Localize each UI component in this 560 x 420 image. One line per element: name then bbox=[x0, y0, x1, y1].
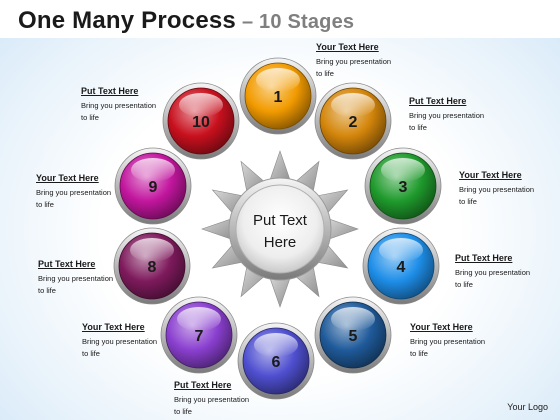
stage-label-body: Bring you presentation to life bbox=[36, 188, 112, 209]
stage-5-circle: 5 bbox=[314, 296, 392, 374]
stage-5-number: 5 bbox=[349, 328, 358, 345]
stage-label-title: Your Text Here bbox=[410, 322, 473, 332]
stage-7-number: 7 bbox=[195, 328, 204, 345]
stage-2-circle: 2 bbox=[314, 82, 392, 160]
stage-label-title: Put Text Here bbox=[455, 253, 513, 263]
title-bar: One Many Process– 10 Stages bbox=[0, 0, 560, 38]
stage-1-circle: 1 bbox=[239, 57, 317, 135]
stage-label-body: Bring you presentation to life bbox=[410, 337, 486, 358]
stage-1-number: 1 bbox=[274, 89, 283, 106]
stage-9-number: 9 bbox=[149, 179, 158, 196]
center-text-line2: Here bbox=[264, 234, 297, 251]
title-main: One Many Process bbox=[18, 7, 236, 34]
stage-label-title: Your Text Here bbox=[316, 42, 379, 52]
stage-8-number: 8 bbox=[148, 259, 157, 276]
stage-10-circle: 10 bbox=[162, 82, 240, 160]
stage-label-title: Your Text Here bbox=[82, 322, 145, 332]
stage-label-body: Bring you presentation to life bbox=[82, 337, 158, 358]
center-circle: Put Text Here bbox=[228, 177, 332, 281]
stage-label-title: Your Text Here bbox=[36, 173, 99, 183]
stage-label-body: Bring you presentation to life bbox=[316, 57, 392, 78]
stage-2-number: 2 bbox=[349, 114, 358, 131]
stage-8-circle: 8 bbox=[113, 227, 191, 305]
stage-6-number: 6 bbox=[272, 354, 281, 371]
logo-text: Your Logo bbox=[507, 402, 548, 412]
stage-label-title: Put Text Here bbox=[409, 96, 467, 106]
stage-4-circle: 4 bbox=[362, 227, 440, 305]
title-subtitle: – 10 Stages bbox=[241, 11, 355, 33]
stage-4-number: 4 bbox=[397, 259, 406, 276]
stage-label-title: Put Text Here bbox=[81, 86, 139, 96]
stage-label-title: Your Text Here bbox=[459, 170, 522, 180]
stage-label-title: Put Text Here bbox=[38, 259, 96, 269]
stage-7-circle: 7 bbox=[160, 296, 238, 374]
stage-6-circle: 6 bbox=[237, 322, 315, 400]
stage-label-body: Bring you presentation to life bbox=[38, 274, 114, 295]
stage-10-number: 10 bbox=[192, 114, 210, 131]
stage-label-title: Put Text Here bbox=[174, 380, 232, 390]
center-text-line1: Put Text bbox=[253, 212, 308, 229]
stage-label-body: Bring you presentation to life bbox=[174, 395, 250, 416]
stage-label-body: Bring you presentation to life bbox=[81, 101, 157, 122]
stage-label-body: Bring you presentation to life bbox=[455, 268, 531, 289]
stage-label-body: Bring you presentation to life bbox=[409, 111, 485, 132]
stage-9-circle: 9 bbox=[114, 147, 192, 225]
page-title: One Many Process– 10 Stages bbox=[18, 7, 354, 35]
stage-label-body: Bring you presentation to life bbox=[459, 185, 535, 206]
stage-3-number: 3 bbox=[399, 179, 408, 196]
stages-group: 1 2 3 4 5 6 7 8 9 10 bbox=[113, 57, 442, 400]
stage-3-circle: 3 bbox=[364, 147, 442, 225]
